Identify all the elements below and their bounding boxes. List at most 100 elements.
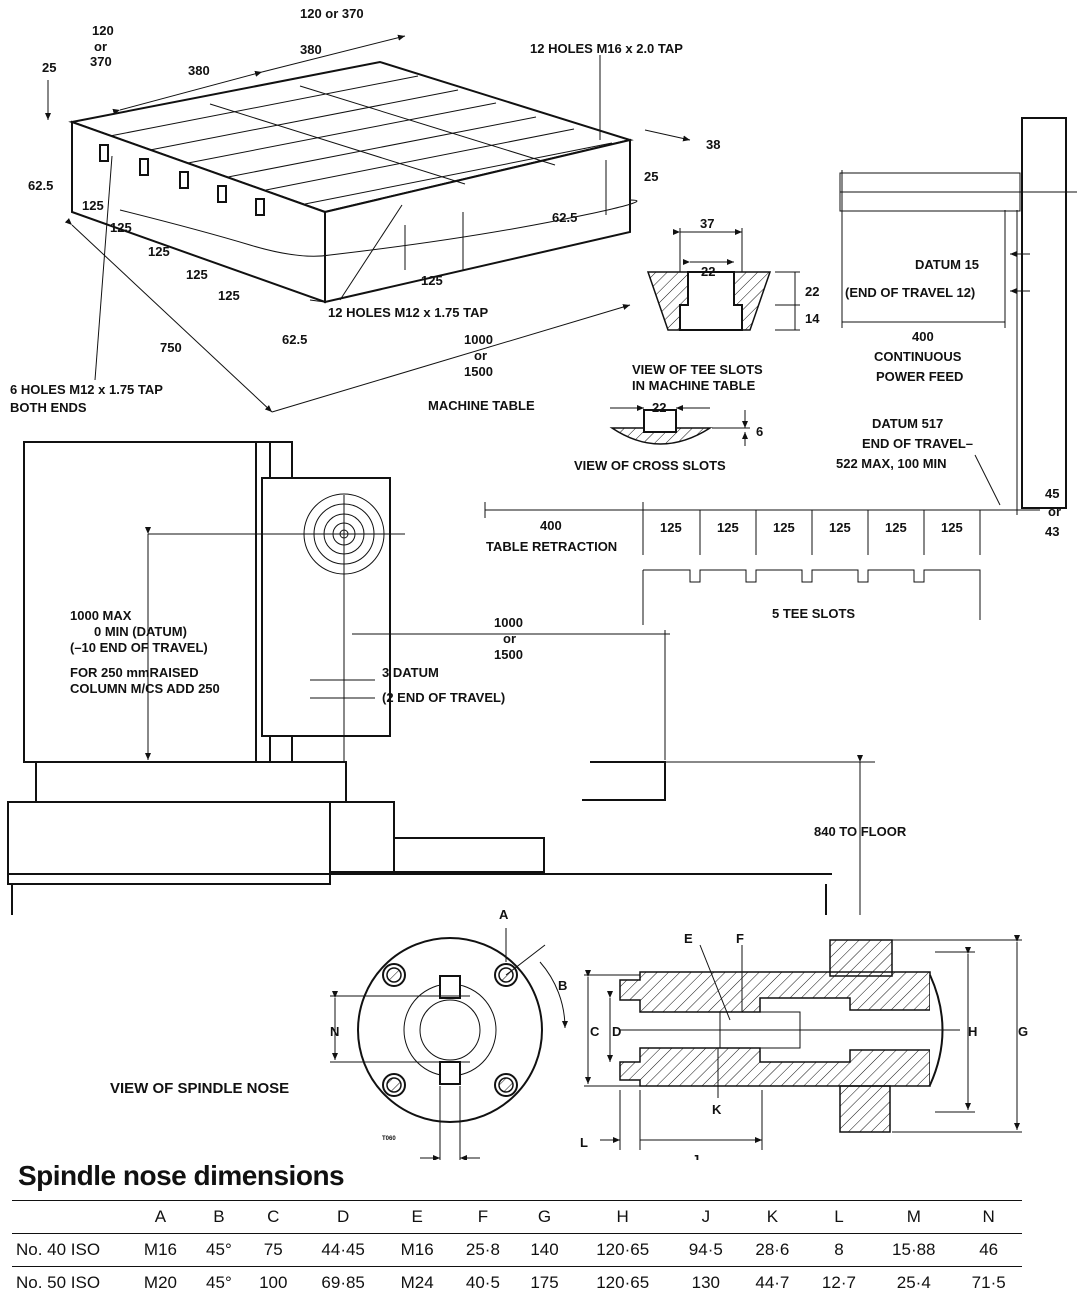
table-cell: No. 40 ISO: [12, 1234, 128, 1267]
retraction-label: TABLE RETRACTION: [486, 539, 617, 554]
table-cell: 40·5: [450, 1267, 517, 1299]
header-cell: C: [245, 1201, 302, 1234]
dim-1500: 1500: [464, 364, 493, 379]
letter-f: F: [736, 931, 744, 946]
feed-400: 400: [912, 329, 934, 344]
dim-380-b: 380: [188, 63, 210, 78]
datum-3: 3 DATUM: [382, 665, 439, 680]
header-cell: F: [450, 1201, 517, 1234]
spindle-caption: VIEW OF SPINDLE NOSE: [110, 1080, 289, 1097]
dim-25-a: 25: [42, 60, 56, 75]
letter-g: G: [1018, 1024, 1028, 1039]
letter-k: K: [712, 1102, 722, 1117]
retraction-value: 400: [540, 518, 562, 533]
tee-dim-22b: 22: [805, 284, 819, 299]
header-cell: D: [302, 1201, 385, 1234]
table-cell: M16: [385, 1234, 450, 1267]
header-cell: M: [872, 1201, 955, 1234]
table-cell: 130: [673, 1267, 740, 1299]
cross-dim-6: 6: [756, 424, 763, 439]
dim-or: or: [1048, 504, 1061, 519]
machine-table-title: MACHINE TABLE: [428, 398, 535, 413]
table-cell: 44·7: [739, 1267, 806, 1299]
technical-drawing: 120 or 370 120 or 370 380 380 25 25 38 6…: [0, 0, 1077, 1160]
header-cell: [12, 1201, 128, 1234]
end-travel-12: (END OF TRAVEL 12): [845, 285, 975, 300]
dim-or: or: [474, 348, 487, 363]
table-title: Spindle nose dimensions: [18, 1160, 344, 1192]
dim-120: 120: [92, 23, 114, 38]
spindle-nose-front: A B N M VIEW OF SPINDLE NOSE T060: [110, 907, 567, 1160]
end-travel-2: (2 END OF TRAVEL): [382, 690, 505, 705]
tee-dim-22: 22: [701, 264, 715, 279]
tee-caption-2: IN MACHINE TABLE: [632, 378, 756, 393]
horiz-1000: 1000: [494, 615, 523, 630]
header-cell: N: [955, 1201, 1022, 1234]
header-cell: G: [516, 1201, 573, 1234]
table-cell: 75: [245, 1234, 302, 1267]
datum-517-3: 522 MAX, 100 MIN: [836, 456, 947, 471]
vert-dim-5: COLUMN M/CS ADD 250: [70, 681, 220, 696]
dim-43: 43: [1045, 524, 1059, 539]
dim-62-5-c: 62.5: [282, 332, 307, 347]
dim-750: 750: [160, 340, 182, 355]
dim-120-or-370-top: 120 or 370: [300, 6, 364, 21]
header-cell: J: [673, 1201, 740, 1234]
header-cell: H: [573, 1201, 673, 1234]
table-cell: M16: [128, 1234, 193, 1267]
table-cell: 140: [516, 1234, 573, 1267]
table-cell: M24: [385, 1267, 450, 1299]
spindle-nose-section: E F C D K L J H G: [580, 931, 1028, 1160]
slot-pitch: 125: [829, 520, 851, 535]
tee-slots-label: 5 TEE SLOTS: [772, 606, 855, 621]
dim-1000: 1000: [464, 332, 493, 347]
table-cell: 25·4: [872, 1267, 955, 1299]
dim-62-5-a: 62.5: [28, 178, 53, 193]
vert-dim-2: 0 MIN (DATUM): [94, 624, 187, 639]
dim-380-a: 380: [300, 42, 322, 57]
dim-125: 125: [148, 244, 170, 259]
table-cell: 71·5: [955, 1267, 1022, 1299]
dim-125: 125: [186, 267, 208, 282]
table-cell: 15·88: [872, 1234, 955, 1267]
slot-pitch: 125: [717, 520, 739, 535]
floor-label: 840 TO FLOOR: [814, 824, 907, 839]
tee-dim-37: 37: [700, 216, 714, 231]
table-cell: 120·65: [573, 1267, 673, 1299]
letter-l: L: [580, 1135, 588, 1150]
letter-h: H: [968, 1024, 977, 1039]
feed-label-2: POWER FEED: [876, 369, 963, 384]
tee-caption: VIEW OF TEE SLOTS: [632, 362, 763, 377]
tiny-mark: T060: [382, 1136, 396, 1142]
letter-a: A: [499, 907, 509, 922]
table-cell: 44·45: [302, 1234, 385, 1267]
header-cell: K: [739, 1201, 806, 1234]
holes-m16-label: 12 HOLES M16 x 2.0 TAP: [530, 41, 683, 56]
table-row: No. 50 ISO M20 45° 100 69·85 M24 40·5 17…: [12, 1267, 1022, 1299]
header-cell: E: [385, 1201, 450, 1234]
table-cell: 100: [245, 1267, 302, 1299]
table-cell: 175: [516, 1267, 573, 1299]
horiz-or: or: [503, 631, 516, 646]
table-cell: M20: [128, 1267, 193, 1299]
table-cell: 45°: [193, 1267, 245, 1299]
tee-dim-14: 14: [805, 311, 820, 326]
spindle-dimensions-table: A B C D E F G H J K L M N No. 40 ISO M16…: [12, 1200, 1022, 1299]
letter-b: B: [558, 978, 567, 993]
table-header-row: A B C D E F G H J K L M N: [12, 1201, 1022, 1234]
dim-or: or: [94, 39, 107, 54]
letter-c: C: [590, 1024, 600, 1039]
table-cell: 120·65: [573, 1234, 673, 1267]
dim-25-b: 25: [644, 169, 658, 184]
letter-e: E: [684, 931, 693, 946]
table-cell: 25·8: [450, 1234, 517, 1267]
table-cell: 28·6: [739, 1234, 806, 1267]
letter-d: D: [612, 1024, 621, 1039]
slot-pitch: 125: [885, 520, 907, 535]
header-cell: B: [193, 1201, 245, 1234]
header-cell: L: [806, 1201, 873, 1234]
table-cell: 94·5: [673, 1234, 740, 1267]
cross-caption: VIEW OF CROSS SLOTS: [574, 458, 726, 473]
table-cell: 12·7: [806, 1267, 873, 1299]
slot-pitch: 125: [941, 520, 963, 535]
